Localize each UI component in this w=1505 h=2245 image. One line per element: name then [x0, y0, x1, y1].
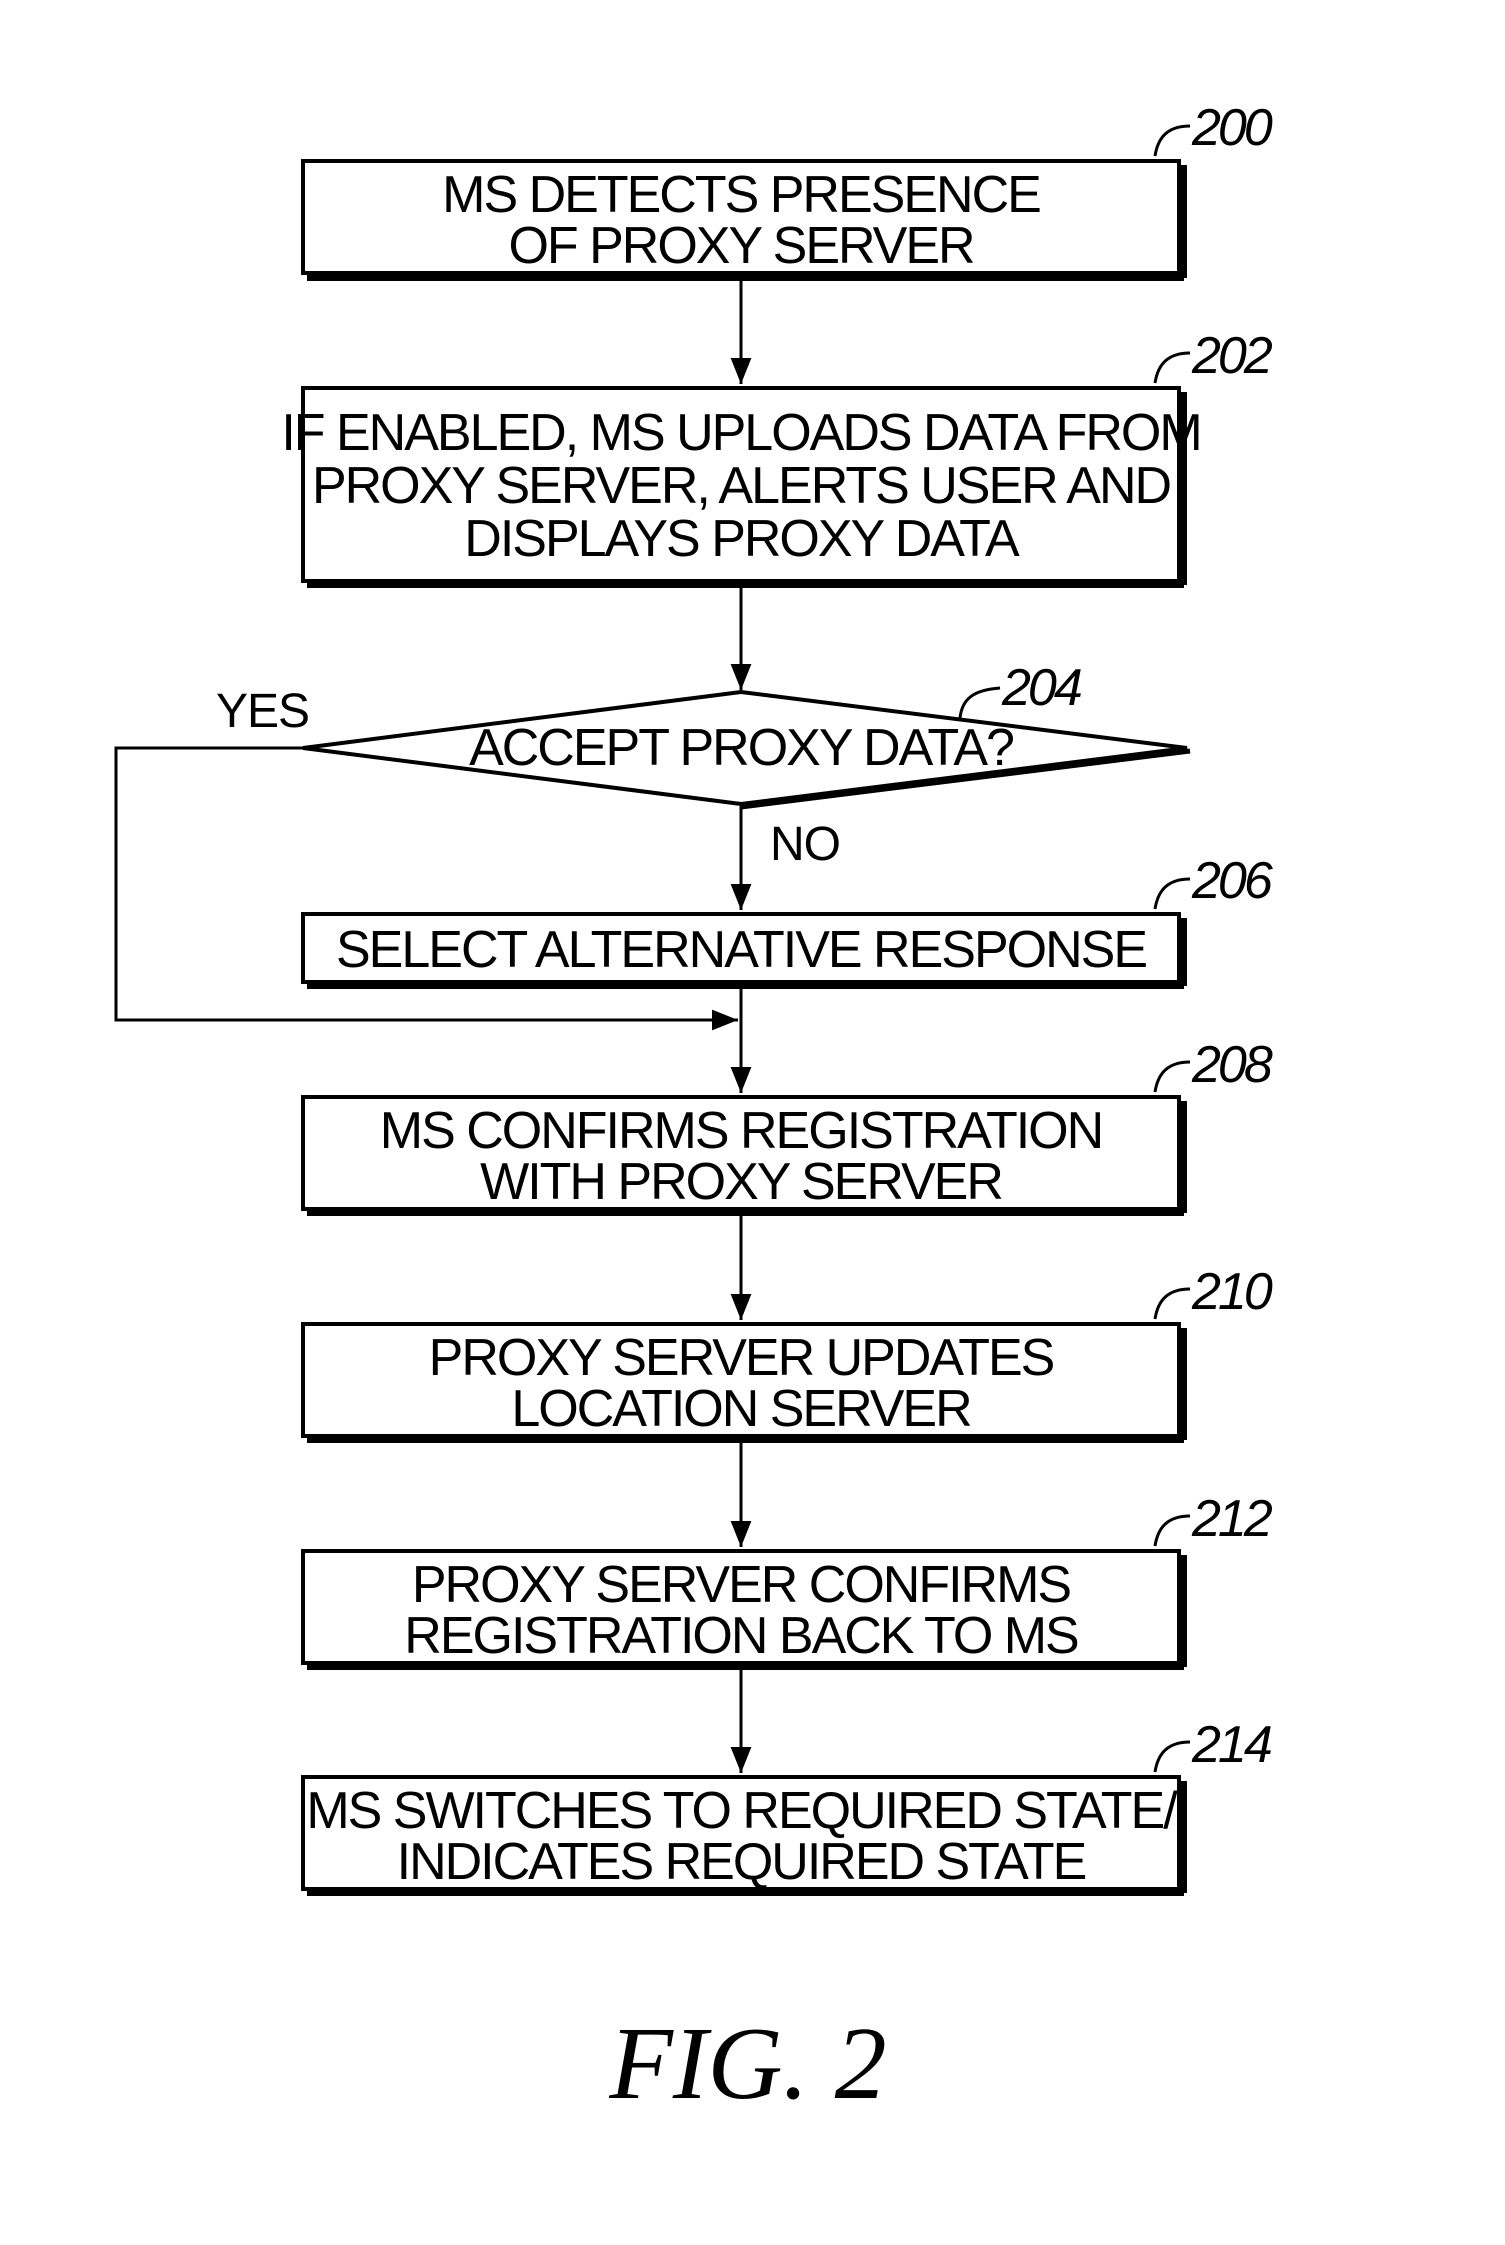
no-label: NO	[770, 818, 840, 871]
step-208-line-2: WITH PROXY SERVER	[480, 1153, 1002, 1211]
ref-214: 214	[1191, 1716, 1271, 1774]
step-210-box: PROXY SERVER UPDATES LOCATION SERVER	[303, 1324, 1184, 1440]
step-200-box: MS DETECTS PRESENCE OF PROXY SERVER	[303, 161, 1184, 278]
step-212-box: PROXY SERVER CONFIRMS REGISTRATION BACK …	[303, 1551, 1184, 1667]
step-200-line-2: OF PROXY SERVER	[508, 217, 974, 275]
step-214-box: MS SWITCHES TO REQUIRED STATE/ INDICATES…	[303, 1777, 1184, 1893]
ref-214-label: 214	[1155, 1716, 1271, 1774]
ref-200: 200	[1191, 99, 1273, 157]
step-206-line-1: SELECT ALTERNATIVE RESPONSE	[336, 921, 1146, 979]
ref-208: 208	[1191, 1036, 1273, 1094]
step-208-box: MS CONFIRMS REGISTRATION WITH PROXY SERV…	[303, 1097, 1184, 1213]
ref-210-label: 210	[1155, 1263, 1273, 1321]
step-212-line-2: REGISTRATION BACK TO MS	[404, 1607, 1078, 1665]
step-202-box: IF ENABLED, MS UPLOADS DATA FROM PROXY S…	[281, 388, 1200, 585]
ref-212: 212	[1191, 1490, 1273, 1548]
step-212-line-1: PROXY SERVER CONFIRMS	[412, 1556, 1071, 1614]
step-210-line-2: LOCATION SERVER	[511, 1380, 971, 1438]
step-214-line-1: MS SWITCHES TO REQUIRED STATE/	[306, 1782, 1178, 1840]
ref-208-label: 208	[1155, 1036, 1273, 1094]
step-202-line-1: IF ENABLED, MS UPLOADS DATA FROM	[281, 404, 1200, 462]
step-210-line-1: PROXY SERVER UPDATES	[429, 1329, 1054, 1387]
ref-206-label: 206	[1155, 852, 1273, 910]
ref-202-label: 202	[1155, 327, 1273, 385]
step-206-box: SELECT ALTERNATIVE RESPONSE	[303, 914, 1184, 986]
figure-caption: FIG. 2	[608, 2006, 886, 2121]
step-214-line-2: INDICATES REQUIRED STATE	[397, 1833, 1086, 1891]
ref-206: 206	[1191, 852, 1273, 910]
yes-label: YES	[216, 685, 309, 738]
decision-204-text: ACCEPT PROXY DATA?	[469, 719, 1013, 777]
ref-200-label: 200	[1155, 99, 1273, 157]
ref-202: 202	[1191, 327, 1273, 385]
step-208-line-1: MS CONFIRMS REGISTRATION	[380, 1102, 1102, 1160]
step-200-line-1: MS DETECTS PRESENCE	[442, 166, 1040, 224]
ref-204: 204	[1001, 659, 1081, 717]
ref-210: 210	[1191, 1263, 1273, 1321]
step-202-line-2: PROXY SERVER, ALERTS USER AND	[312, 457, 1171, 515]
step-202-line-3: DISPLAYS PROXY DATA	[464, 510, 1020, 568]
ref-204-label: 204	[960, 659, 1081, 718]
ref-212-label: 212	[1155, 1490, 1273, 1548]
